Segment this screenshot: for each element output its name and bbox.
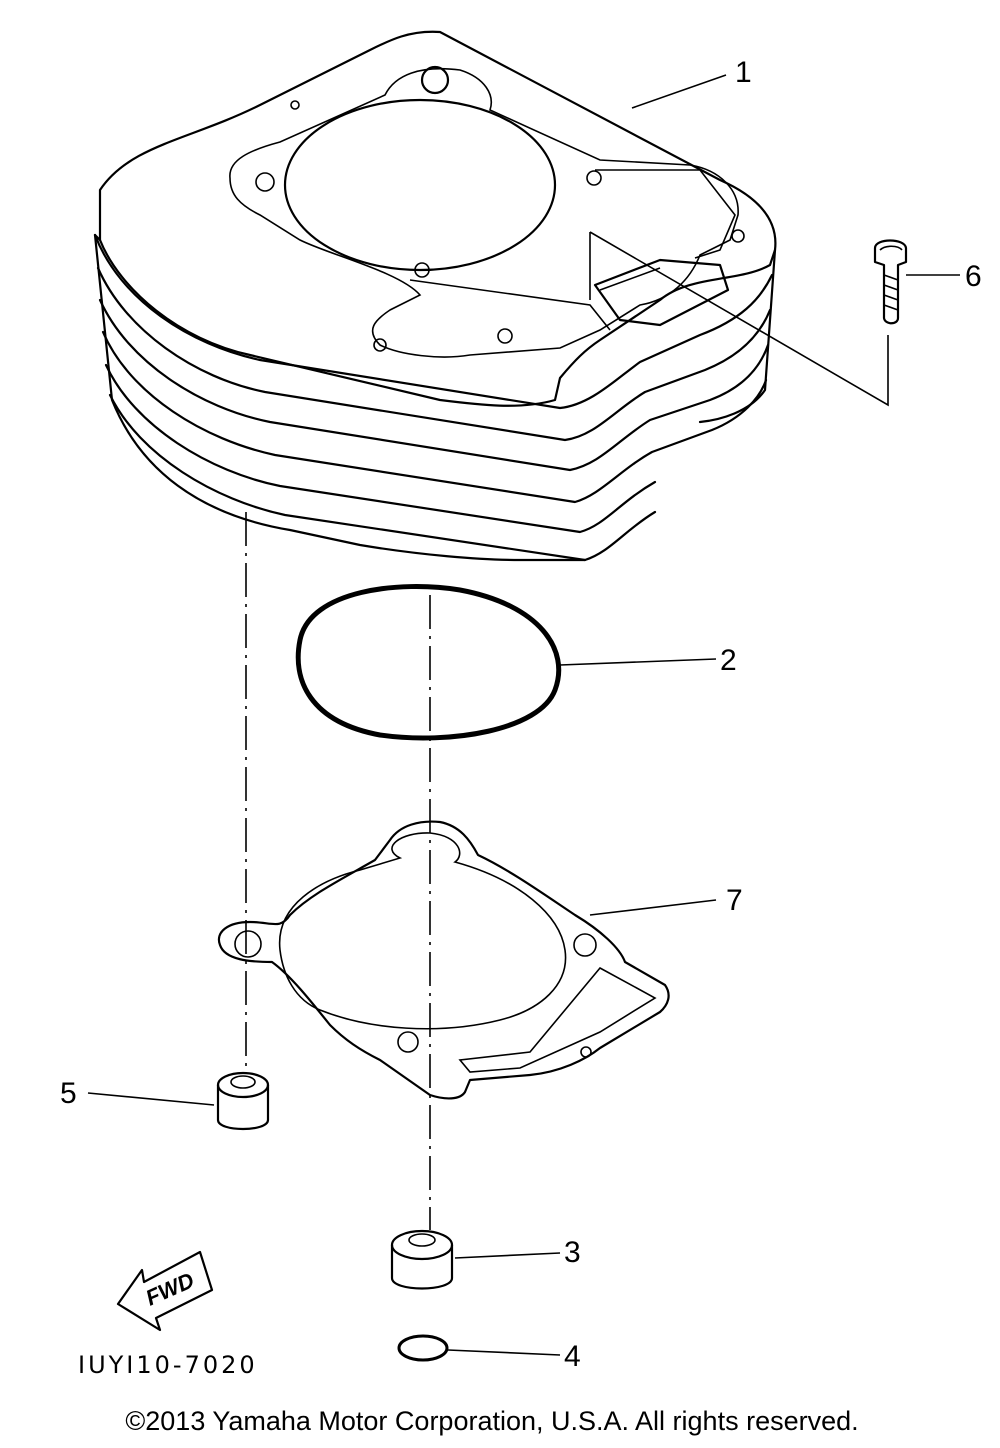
figure-code: IUYI10-7020 bbox=[78, 1351, 258, 1379]
leader-lines bbox=[87, 74, 960, 1356]
callout-1: 1 bbox=[735, 56, 752, 89]
bolt-part bbox=[873, 239, 908, 325]
small-o-ring-part bbox=[397, 1334, 449, 1362]
callout-7: 7 bbox=[726, 884, 743, 917]
dowel-pin-3-part bbox=[390, 1229, 454, 1290]
dowel-pin-5-part bbox=[216, 1071, 270, 1130]
fwd-arrow-icon: FWD bbox=[116, 1250, 214, 1332]
callouts: 1 2 3 4 5 6 7 bbox=[60, 56, 982, 1373]
copyright-notice: ©2013 Yamaha Motor Corporation, U.S.A. A… bbox=[125, 1406, 858, 1436]
o-ring-part bbox=[295, 584, 562, 741]
cylinder-part bbox=[93, 30, 777, 562]
gasket-part bbox=[217, 820, 670, 1100]
alignment-lines bbox=[245, 231, 889, 1230]
callout-6: 6 bbox=[965, 260, 982, 293]
fwd-label: FWD bbox=[142, 1267, 198, 1310]
callout-3: 3 bbox=[564, 1236, 581, 1269]
callout-5: 5 bbox=[60, 1077, 77, 1110]
callout-2: 2 bbox=[720, 644, 737, 677]
callout-4: 4 bbox=[564, 1340, 581, 1373]
